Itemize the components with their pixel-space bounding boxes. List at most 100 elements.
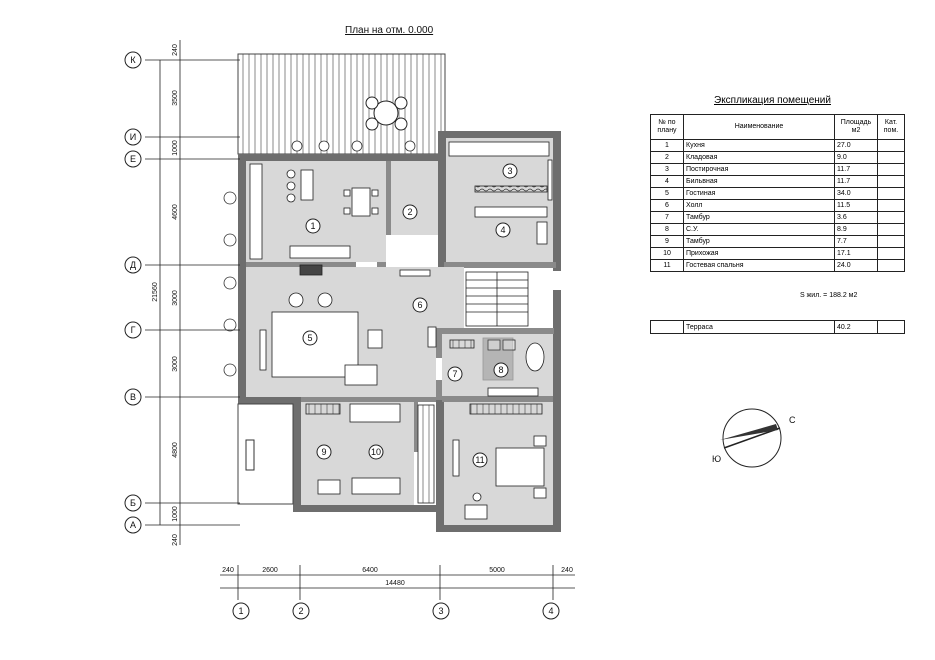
row-cat (877, 223, 905, 236)
row-cat (877, 139, 905, 152)
svg-text:4600: 4600 (172, 204, 179, 220)
room-label-9: 9 (321, 447, 326, 457)
row-num: 7 (650, 211, 684, 224)
row-area: 11.7 (834, 163, 878, 176)
row-cat (877, 187, 905, 200)
axis-2: 2 (298, 606, 303, 616)
row-area: 27.0 (834, 139, 878, 152)
row-name: Холл (683, 199, 835, 212)
terrace-area: 40.2 (834, 320, 878, 334)
porch-door (245, 439, 255, 471)
room-label-11: 11 (475, 455, 484, 465)
row-num: 10 (650, 247, 684, 260)
row-cat (877, 175, 905, 188)
row-cat (877, 247, 905, 260)
staircase (465, 271, 529, 327)
kitchen-furniture (249, 163, 379, 260)
room-label-7: 7 (452, 369, 457, 379)
row-num: 11 (650, 259, 684, 272)
room-label-2: 2 (407, 207, 412, 217)
row-name: С.У. (683, 223, 835, 236)
axis-A: А (130, 520, 136, 530)
compass-south: Ю (712, 454, 721, 464)
svg-text:240: 240 (222, 567, 234, 574)
west-plants (223, 191, 237, 377)
row-cat (877, 235, 905, 248)
room-numbers: 1 2 3 4 5 6 7 8 9 10 11 (302, 163, 518, 468)
left-dimension-lines (145, 40, 240, 545)
row-num: 5 (650, 187, 684, 200)
svg-text:2600: 2600 (262, 567, 278, 574)
svg-text:3500: 3500 (172, 90, 179, 106)
row-area: 3.6 (834, 211, 878, 224)
col-num: № по плану (650, 114, 684, 140)
total-area: S жил. = 188.2 м2 (800, 292, 858, 299)
plan-title: План на отм. 0.000 (345, 25, 434, 36)
row-name: Постирочная (683, 163, 835, 176)
axis-1: 1 (238, 606, 243, 616)
svg-text:5000: 5000 (489, 567, 505, 574)
svg-text:3000: 3000 (172, 290, 179, 306)
left-dimension-values: 240 3500 1000 4600 3000 3000 4800 1000 2… (152, 44, 179, 546)
row-num: 2 (650, 151, 684, 164)
row-name: Тамбур (683, 235, 835, 248)
row-name: Кладовая (683, 151, 835, 164)
room-label-4: 4 (500, 225, 505, 235)
room-label-6: 6 (417, 300, 422, 310)
row-name: Гостиная (683, 187, 835, 200)
room-label-3: 3 (507, 166, 512, 176)
row-num: 3 (650, 163, 684, 176)
row-name: Бильвная (683, 175, 835, 188)
axis-I: И (130, 132, 136, 142)
row-name: Прихожая (683, 247, 835, 260)
axis-4: 4 (548, 606, 553, 616)
room-label-8: 8 (498, 365, 503, 375)
svg-text:240: 240 (172, 44, 179, 56)
row-num: 9 (650, 235, 684, 248)
row-num: 8 (650, 223, 684, 236)
row-area: 11.7 (834, 175, 878, 188)
north-compass: С Ю (712, 408, 796, 468)
row-num: 4 (650, 175, 684, 188)
svg-text:240: 240 (172, 534, 179, 546)
bottom-axis-markers: 1 2 3 4 (232, 602, 560, 620)
axis-G: Г (131, 325, 136, 335)
row-area: 34.0 (834, 187, 878, 200)
row-name: Гостевая спальня (683, 259, 835, 272)
living-room-furniture (259, 264, 437, 386)
terrace-planters (291, 140, 416, 152)
row-cat (877, 163, 905, 176)
col-name: Наименование (683, 114, 835, 140)
bathroom-fixtures (449, 337, 545, 397)
svg-text:1000: 1000 (172, 140, 179, 156)
row-area: 24.0 (834, 259, 878, 272)
outer-walls (238, 131, 561, 532)
row-area: 7.7 (834, 235, 878, 248)
svg-text:14480: 14480 (385, 580, 405, 587)
row-name: Кухня (683, 139, 835, 152)
svg-text:1000: 1000 (172, 506, 179, 522)
explication-title: Экспликация помещений (714, 95, 831, 106)
west-porch (237, 403, 294, 505)
explication-table: № по плану Наименование Площадь м2 Кат. … (650, 114, 905, 272)
row-area: 17.1 (834, 247, 878, 260)
axis-K: К (130, 55, 136, 65)
axis-V: В (130, 392, 136, 402)
terrace-table (365, 96, 408, 131)
row-name: Тамбур (683, 211, 835, 224)
row-num: 1 (650, 139, 684, 152)
row-num: 6 (650, 199, 684, 212)
bedroom-furniture (305, 403, 547, 520)
left-axis-markers: К И Е Д Г В Б А (124, 51, 142, 534)
axis-3: 3 (438, 606, 443, 616)
